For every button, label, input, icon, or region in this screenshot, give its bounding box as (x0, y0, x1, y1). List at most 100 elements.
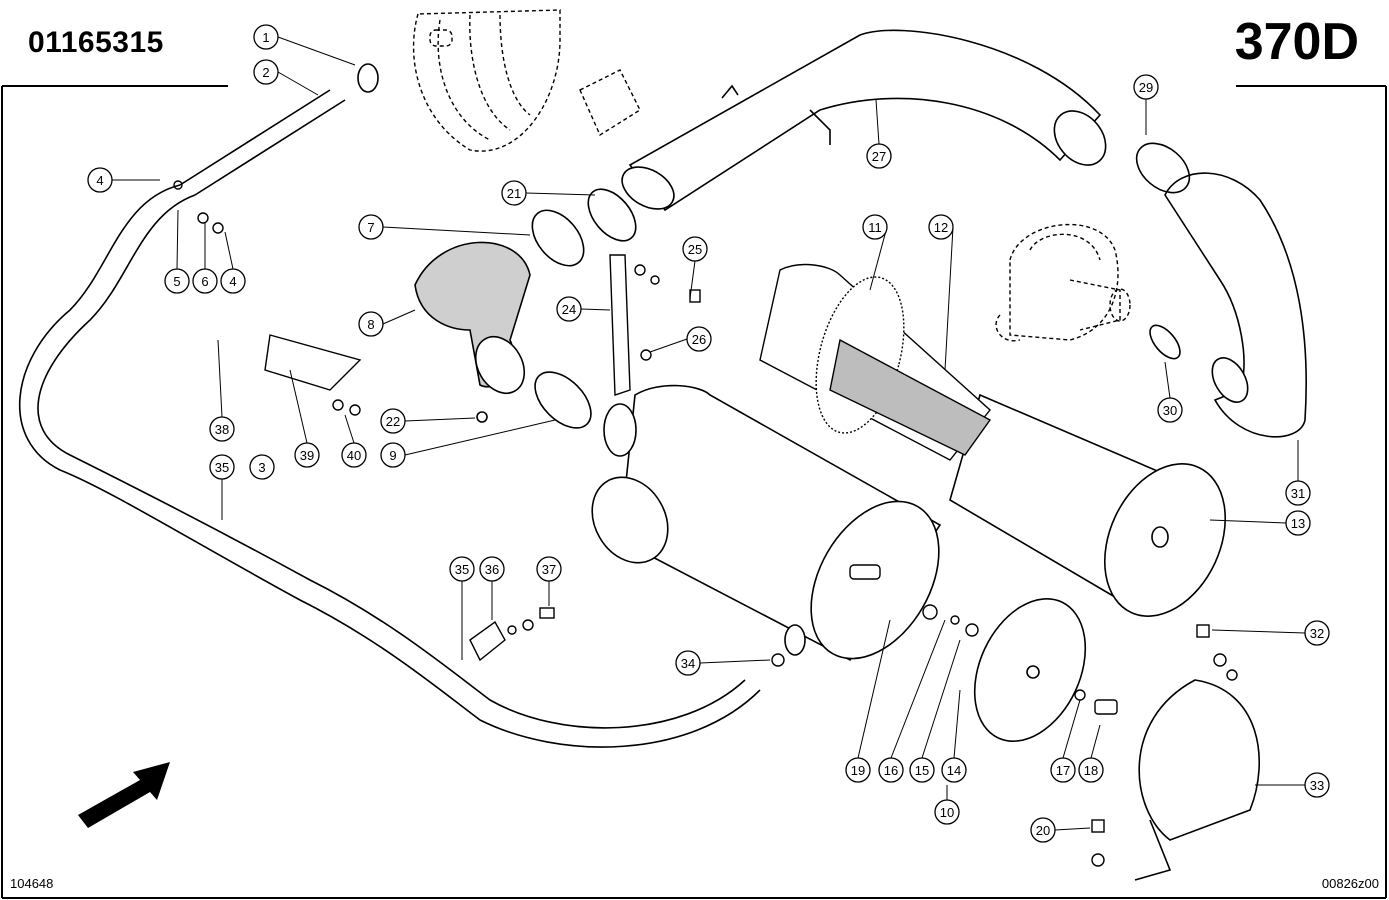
callout-number: 30 (1163, 403, 1177, 418)
callout-circle (249, 454, 275, 480)
callout-circle (682, 236, 708, 262)
callout-c39: 39 (294, 442, 320, 468)
leader-line (404, 417, 476, 422)
callout-c7: 7 (358, 214, 384, 240)
callout-circle (1157, 397, 1183, 423)
callout-number: 14 (947, 763, 961, 778)
callout-circle (675, 650, 701, 676)
callout-number: 1 (262, 30, 269, 45)
callout-number: 21 (507, 186, 521, 201)
callout-c37: 37 (536, 556, 562, 582)
callout-number: 39 (300, 448, 314, 463)
callout-number: 40 (347, 448, 361, 463)
callout-c27: 27 (866, 143, 892, 169)
leader-line (1062, 699, 1081, 759)
callout-number: 11 (868, 220, 882, 235)
callout-circle (220, 268, 246, 294)
breather-hose (18, 89, 761, 748)
leader-line (1054, 827, 1091, 831)
leader-line (1090, 724, 1101, 759)
callout-circle (380, 408, 406, 434)
callout-number: 33 (1310, 778, 1324, 793)
engine-outline-top (412, 9, 641, 152)
filter-element (949, 393, 1227, 617)
callout-c6: 6 (192, 268, 218, 294)
callout-circle (164, 268, 190, 294)
callout-number: 27 (872, 149, 886, 164)
callout-circle (358, 214, 384, 240)
leader-line (953, 689, 961, 759)
callout-c14: 14 (941, 757, 967, 783)
covers (973, 598, 1261, 881)
callout-circle (1078, 757, 1104, 783)
callout-circle (845, 757, 871, 783)
callout-c40: 40 (341, 442, 367, 468)
callout-circle (941, 757, 967, 783)
leader-line (875, 99, 880, 145)
callout-number: 35 (455, 562, 469, 577)
callout-circle (1133, 74, 1159, 100)
callout-circle (501, 180, 527, 206)
callout-circle (358, 311, 384, 337)
callout-circle (479, 556, 505, 582)
callout-circle (192, 268, 218, 294)
callout-number: 6 (201, 274, 208, 289)
callout-number: 37 (542, 562, 556, 577)
callout-number: 31 (1291, 486, 1305, 501)
callout-c18: 18 (1078, 757, 1104, 783)
callout-number: 25 (688, 242, 702, 257)
callout-c12: 12 (928, 214, 954, 240)
callout-circle (209, 416, 235, 442)
leader-line (277, 36, 356, 66)
callout-circle (253, 59, 279, 85)
callout-number: 29 (1139, 80, 1153, 95)
callout-c3: 3 (249, 454, 275, 480)
callout-c11: 11 (862, 214, 888, 240)
leader-line (224, 231, 234, 270)
leader-line (699, 659, 771, 664)
callout-number: 17 (1056, 763, 1070, 778)
direction-arrow (78, 762, 170, 828)
callout-number: 13 (1291, 516, 1305, 531)
callout-c35a: 35 (209, 454, 235, 480)
callout-c4a: 4 (87, 167, 113, 193)
leader-line (580, 308, 611, 311)
callout-c1: 1 (253, 24, 279, 50)
callout-number: 34 (681, 656, 695, 671)
leader-line (1164, 361, 1171, 399)
hose-clamps (357, 63, 1191, 429)
callout-number: 38 (215, 422, 229, 437)
callout-c24: 24 (556, 296, 582, 322)
callout-c26: 26 (686, 326, 712, 352)
callout-number: 24 (562, 302, 576, 317)
callout-number: 2 (262, 65, 269, 80)
leader-line (176, 209, 179, 270)
callout-circle (87, 167, 113, 193)
callout-circle (449, 556, 475, 582)
leader-line (525, 192, 596, 196)
callout-number: 3 (258, 460, 265, 475)
callout-number: 12 (934, 220, 948, 235)
air-cleaner-housing (591, 384, 942, 662)
callout-number: 16 (884, 763, 898, 778)
callout-circle (1050, 757, 1076, 783)
callout-c21: 21 (501, 180, 527, 206)
leader-line (689, 260, 696, 299)
leader-line (857, 619, 891, 759)
callout-circle (934, 799, 960, 825)
callout-c38: 38 (209, 416, 235, 442)
footer-right-code: 00826z00 (1321, 876, 1379, 891)
callout-number: 5 (173, 274, 180, 289)
callout-c5: 5 (164, 268, 190, 294)
callout-c32: 32 (1304, 620, 1330, 646)
leader-line (344, 414, 355, 444)
leader-line (921, 639, 961, 759)
callout-circle (878, 757, 904, 783)
small-hardware (173, 180, 1238, 867)
leader-line (382, 226, 531, 236)
callout-circle (209, 454, 235, 480)
callout-c20: 20 (1030, 817, 1056, 843)
callout-circle (341, 442, 367, 468)
model-label: 370D (1234, 13, 1359, 71)
